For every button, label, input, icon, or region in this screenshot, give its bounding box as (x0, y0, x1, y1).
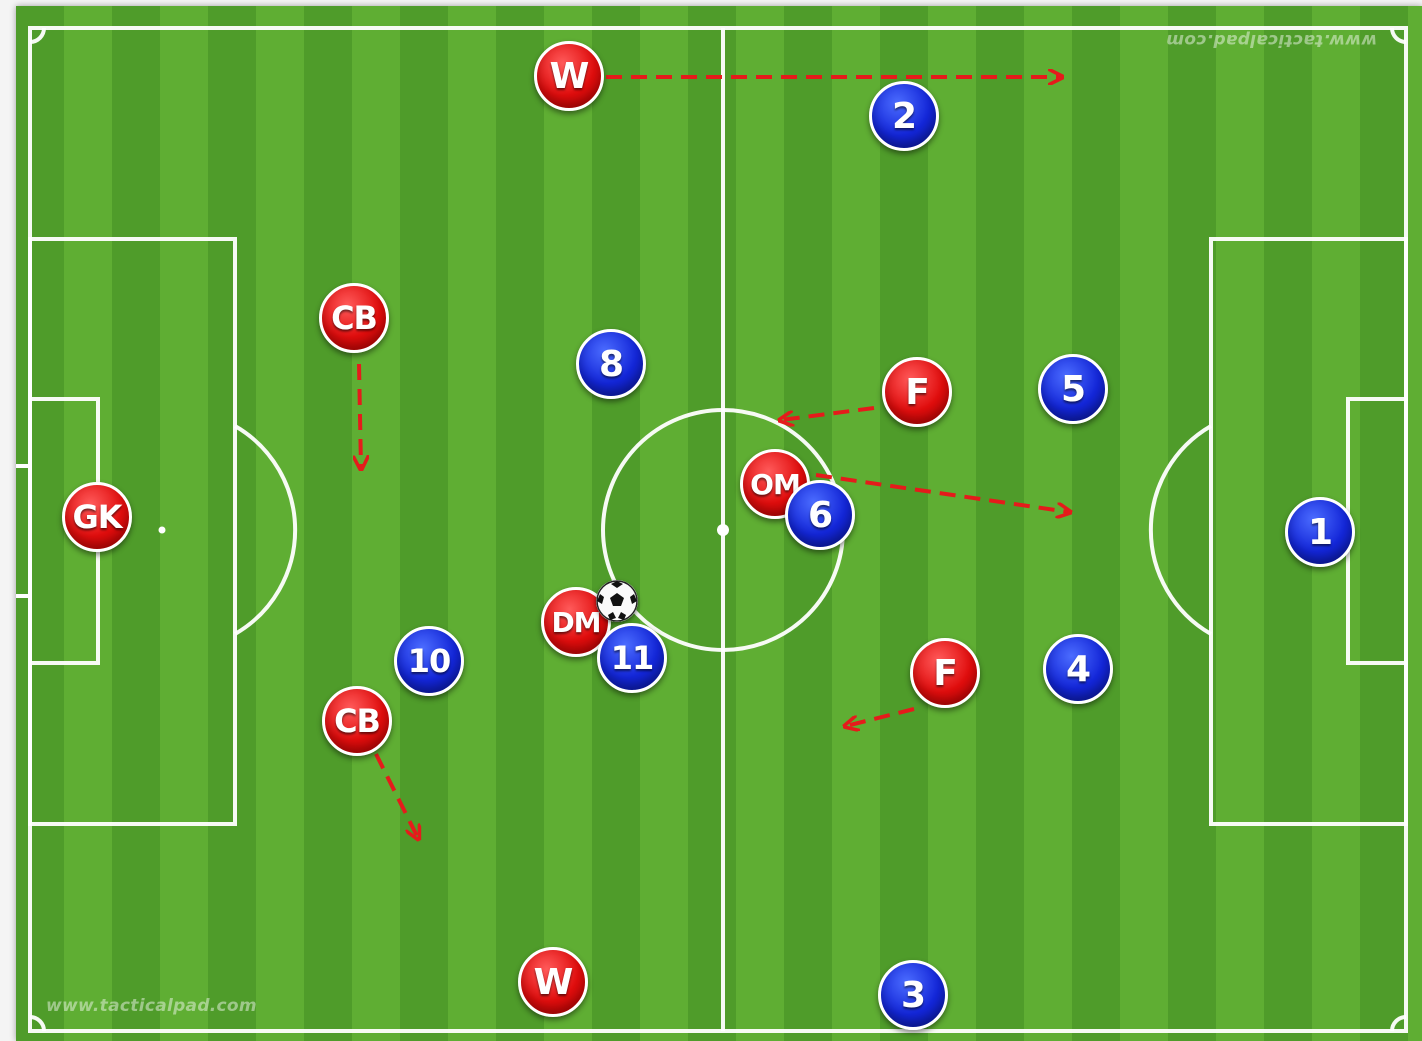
soccer-ball-icon (596, 580, 638, 622)
corner-arc-bl (30, 1017, 44, 1031)
red-player-w-top[interactable]: W (534, 41, 604, 111)
blue-player-6[interactable]: 6 (785, 480, 855, 550)
soccer-ball-icon[interactable] (596, 580, 638, 622)
pitch-markings (16, 6, 1422, 1041)
right-goal-box (1348, 399, 1406, 663)
corner-arc-tl (30, 28, 44, 42)
left-penalty-box (30, 239, 235, 824)
red-player-cb-top[interactable]: CB (319, 283, 389, 353)
left-penalty-arc (235, 426, 295, 634)
red-player-f-top[interactable]: F (882, 357, 952, 427)
soccer-pitch: www.tacticalpad.com www.tacticalpad.com … (16, 6, 1422, 1041)
movement-arrow (781, 408, 874, 420)
red-player-w-bottom[interactable]: W (518, 947, 588, 1017)
blue-player-10[interactable]: 10 (394, 626, 464, 696)
blue-player-5[interactable]: 5 (1038, 354, 1108, 424)
red-player-gk[interactable]: GK (62, 482, 132, 552)
watermark-text: www.tacticalpad.com (46, 996, 257, 1016)
blue-player-1[interactable]: 1 (1285, 497, 1355, 567)
blue-player-8[interactable]: 8 (576, 329, 646, 399)
red-player-cb-bottom[interactable]: CB (322, 686, 392, 756)
center-spot (717, 524, 729, 536)
movement-arrow (846, 709, 914, 726)
left-penalty-spot (159, 527, 166, 534)
right-penalty-arc (1151, 426, 1211, 634)
movement-arrow (359, 364, 361, 468)
watermark-text-mirrored: www.tacticalpad.com (1166, 30, 1377, 50)
blue-player-4[interactable]: 4 (1043, 634, 1113, 704)
movement-arrow (376, 754, 418, 838)
blue-player-2[interactable]: 2 (869, 81, 939, 151)
blue-player-11[interactable]: 11 (597, 623, 667, 693)
blue-player-3[interactable]: 3 (878, 960, 948, 1030)
corner-arc-br (1392, 1017, 1406, 1031)
corner-arc-tr (1392, 28, 1406, 42)
red-player-f-bottom[interactable]: F (910, 638, 980, 708)
